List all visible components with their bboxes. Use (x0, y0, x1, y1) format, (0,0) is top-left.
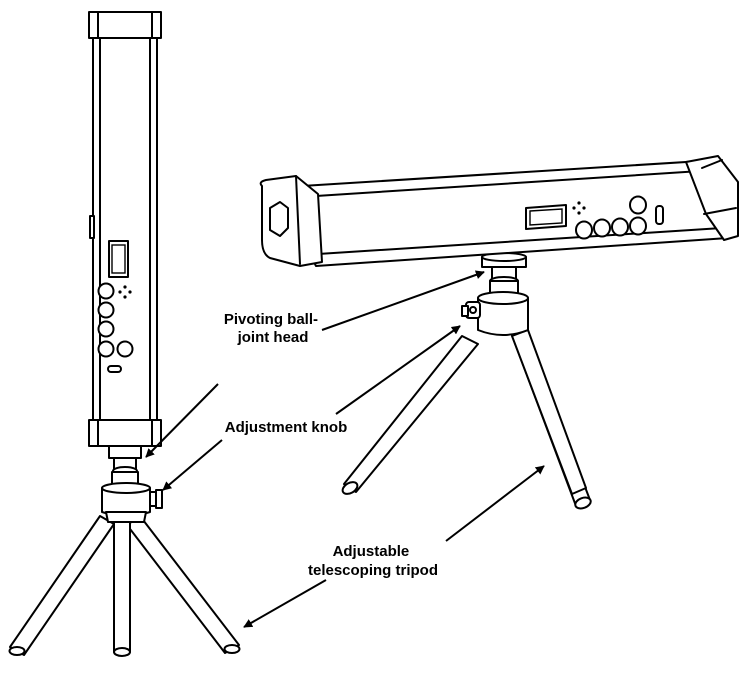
tripod-pointer-right (446, 466, 544, 541)
usb-port (108, 366, 121, 372)
vertical-light-assembly (10, 12, 240, 656)
tripod-label-line2: telescoping tripod (308, 562, 438, 579)
control-button (630, 197, 646, 214)
ball-head-label-line2: joint head (237, 329, 309, 346)
tripod-label: Adjustable telescoping tripod (308, 543, 438, 579)
ball-head-pointer-right (322, 272, 484, 330)
knob-label: Adjustment knob (225, 419, 348, 436)
right-light-body (261, 156, 738, 266)
horizontal-light-assembly (261, 156, 738, 510)
usb-port (656, 206, 663, 224)
control-button (99, 342, 114, 357)
control-button (118, 342, 133, 357)
control-button (99, 322, 114, 337)
right-ball-head (462, 253, 528, 335)
control-button (99, 303, 114, 318)
left-ball-head (102, 444, 162, 522)
control-button (594, 220, 610, 237)
ball-head-label-line1: Pivoting ball- (224, 311, 318, 328)
left-light-body (89, 12, 161, 446)
control-button (612, 219, 628, 236)
tripod-pointer-left (244, 580, 326, 627)
right-tripod-legs (341, 322, 593, 510)
left-tripod-legs (10, 516, 240, 656)
control-button (576, 222, 592, 239)
ball-head-label: Pivoting ball- joint head (224, 311, 322, 346)
knob-pointer-left (163, 440, 222, 490)
control-button (630, 218, 646, 235)
control-button (99, 284, 114, 299)
tripod-label-line1: Adjustable (333, 543, 410, 560)
